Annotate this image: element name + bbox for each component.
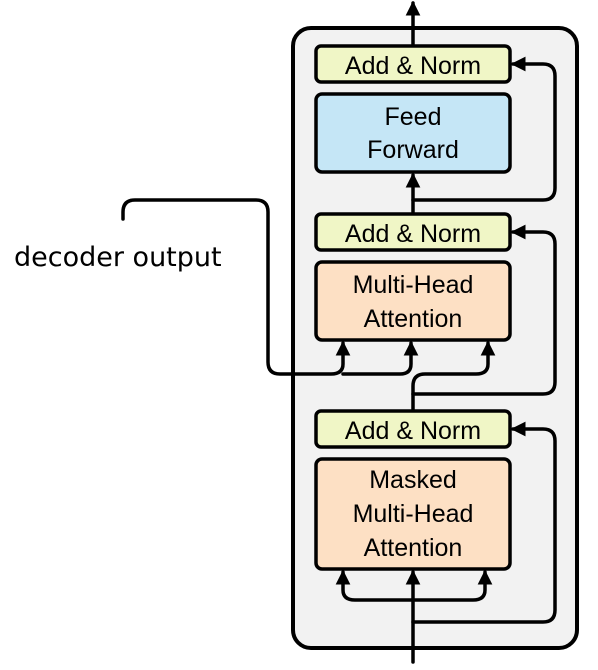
- multi-head-attention-label-line1: Multi-Head: [353, 271, 474, 299]
- masked-attention-label-line2: Multi-Head: [353, 500, 474, 528]
- masked-attention-label-line3: Attention: [364, 534, 463, 562]
- add-norm-block-top: [314, 44, 512, 84]
- decoder-output-label: decoder output: [14, 242, 222, 273]
- masked-input-right-arrow: [411, 569, 493, 602]
- add-norm-label-bottom: Add & Norm: [345, 417, 481, 445]
- masked-input-left-arrow: [335, 569, 415, 602]
- feed-forward-label-line2: Forward: [367, 136, 459, 164]
- add-norm-block-middle: [314, 212, 512, 252]
- decoder-output-branch-arrow: [341, 340, 419, 376]
- multi-head-attention-label-line2: Attention: [364, 305, 463, 333]
- add-norm-bottom-to-mha-line: [411, 340, 496, 411]
- multi-head-attention-block: [314, 260, 512, 342]
- feed-forward-block: [314, 92, 512, 174]
- add-norm-label-middle: Add & Norm: [345, 220, 481, 248]
- residual-top-arrow: [411, 56, 557, 202]
- decoder-output-connector: [121, 198, 351, 376]
- add-norm-block-bottom: [314, 409, 512, 449]
- residual-bottom-arrow: [411, 421, 557, 624]
- masked-multi-head-attention-block: [314, 457, 512, 571]
- residual-middle-arrow: [411, 224, 557, 396]
- masked-attention-label-line1: Masked: [369, 466, 457, 494]
- add-norm-label-top: Add & Norm: [345, 52, 481, 80]
- feed-forward-label-line1: Feed: [385, 103, 442, 131]
